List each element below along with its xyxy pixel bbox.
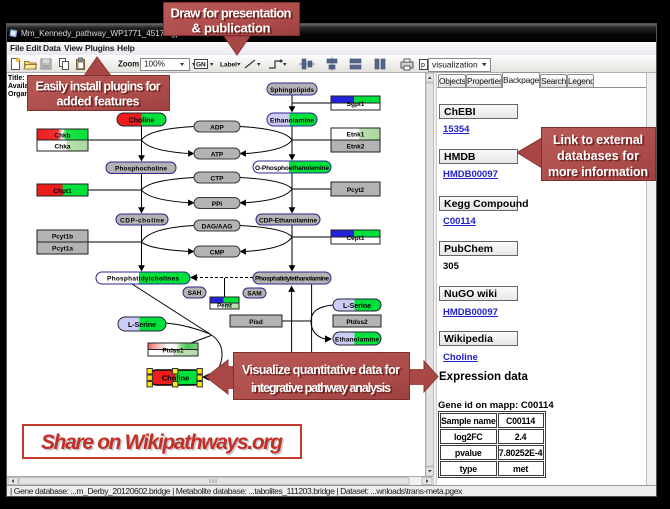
svg-text:Phosphatidylcholines: Phosphatidylcholines <box>107 276 179 283</box>
svg-text:databases for: databases for <box>559 150 641 164</box>
svg-text:Organis: Organis <box>8 91 35 98</box>
svg-text:Link to external: Link to external <box>555 134 645 148</box>
svg-text:added features: added features <box>59 96 142 110</box>
svg-text:more information: more information <box>548 165 648 179</box>
svg-text:Chkb: Chkb <box>54 133 70 140</box>
svg-text:& publication: & publication <box>192 21 271 36</box>
svg-text:CDP-Ethanolamine: CDP-Ethanolamine <box>259 218 317 225</box>
svg-text:Ethanolamine: Ethanolamine <box>270 118 314 125</box>
svg-text:Zoom:: Zoom: <box>118 60 142 69</box>
svg-text:Ptdss1: Ptdss1 <box>162 348 184 355</box>
svg-text:O-Phosphoethanolamine: O-Phosphoethanolamine <box>255 165 329 172</box>
svg-text:Pcyt2: Pcyt2 <box>347 187 365 194</box>
svg-text:Pemt: Pemt <box>217 304 232 310</box>
svg-text:more information: more information <box>550 166 650 180</box>
svg-text:Easily install plugins for: Easily install plugins for <box>38 81 163 95</box>
svg-text:Pisd: Pisd <box>249 319 263 326</box>
svg-text:L-Serine: L-Serine <box>343 303 371 310</box>
svg-text:PPi: PPi <box>212 201 223 208</box>
svg-text:Sgpl1: Sgpl1 <box>347 101 365 108</box>
svg-text:Ptdss2: Ptdss2 <box>346 319 368 326</box>
svg-text:100%: 100% <box>144 60 165 69</box>
svg-text:databases for: databases for <box>557 149 639 163</box>
svg-text:& publication: & publication <box>194 22 273 37</box>
svg-text:Label: Label <box>220 62 237 69</box>
svg-text:CDP-choline: CDP-choline <box>120 218 164 225</box>
svg-text:Choline: Choline <box>129 118 155 125</box>
svg-text:Share on Wikipathways.org: Share on Wikipathways.org <box>43 433 285 456</box>
svg-text:GN: GN <box>196 62 206 69</box>
svg-text:Draw for presentation: Draw for presentation <box>171 6 292 21</box>
svg-text:Phosphatidylethanolamine: Phosphatidylethanolamine <box>255 276 329 283</box>
svg-text:Share on Wikipathways.org: Share on Wikipathways.org <box>41 431 283 454</box>
svg-text:Visualize quantitative data f: Visualize quantitative data for <box>244 364 402 378</box>
svg-text:ADP: ADP <box>210 125 224 132</box>
svg-text:Link to external: Link to external <box>553 133 643 147</box>
svg-text:SAH: SAH <box>188 290 202 297</box>
svg-text:Availab: Availab <box>8 83 33 90</box>
svg-text:p: p <box>421 62 425 69</box>
svg-text:Ethanolamine: Ethanolamine <box>335 337 379 344</box>
svg-text:DAG/AAG: DAG/AAG <box>202 224 233 231</box>
svg-text:Easily install plugins for: Easily install plugins for <box>36 80 161 94</box>
svg-text:SAM: SAM <box>247 291 261 298</box>
svg-text:Chka: Chka <box>55 144 71 151</box>
svg-text:visualization: visualization <box>432 60 478 70</box>
svg-text:CMP: CMP <box>210 250 225 257</box>
svg-text:Phosphocholine: Phosphocholine <box>115 166 167 173</box>
svg-text:ATP: ATP <box>211 152 224 159</box>
svg-text:Pcyt1b: Pcyt1b <box>52 234 73 241</box>
svg-text:Pcyt1a: Pcyt1a <box>52 246 73 253</box>
svg-text:Title:: Title: <box>8 75 25 82</box>
svg-text:integrative pathway analysis: integrative pathway analysis <box>253 382 393 396</box>
svg-text:CTP: CTP <box>211 176 225 183</box>
svg-text:Etnk2: Etnk2 <box>347 144 365 151</box>
svg-text:Choline: Choline <box>162 374 190 383</box>
svg-text:L-Serine: L-Serine <box>128 322 156 329</box>
svg-text:Chpt1: Chpt1 <box>53 188 72 195</box>
svg-text:Visualize quantitative data f: Visualize quantitative data for <box>242 363 400 377</box>
svg-text:Etnk1: Etnk1 <box>347 132 365 139</box>
svg-text:added features: added features <box>57 95 140 109</box>
svg-text:Draw for presentation: Draw for presentation <box>173 7 294 22</box>
svg-text:Sphingolipids: Sphingolipids <box>270 87 314 94</box>
svg-text:Cept1: Cept1 <box>346 235 364 242</box>
svg-text:integrative pathway analysis: integrative pathway analysis <box>251 381 391 395</box>
